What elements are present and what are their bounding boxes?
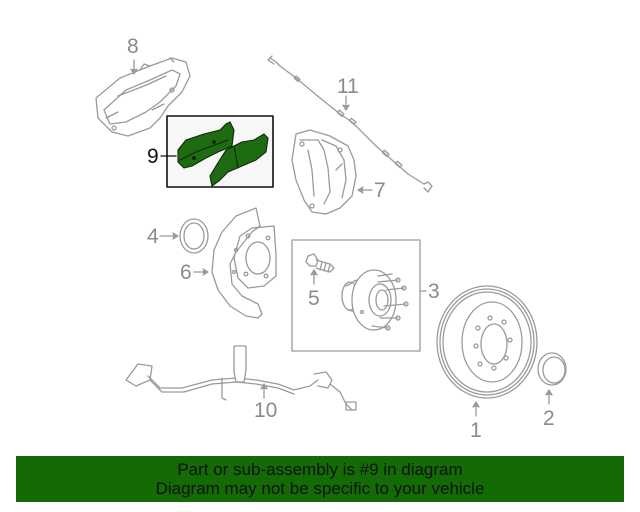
callout-8[interactable]: 8	[127, 35, 139, 58]
hub-assembly-box[interactable]	[291, 239, 421, 352]
arrow-2	[545, 389, 553, 396]
banner-line-part-number: Part or sub-assembly is #9 in diagram	[177, 460, 463, 479]
banner-line-disclaimer: Diagram may not be specific to your vehi…	[155, 479, 485, 498]
callout-1[interactable]: 1	[470, 419, 482, 442]
arrow-5	[310, 269, 318, 276]
seal-part[interactable]	[179, 218, 209, 254]
callout-5[interactable]: 5	[308, 287, 320, 310]
hub-cap-part[interactable]	[537, 352, 567, 386]
arrow-7	[357, 186, 364, 194]
info-banner: Part or sub-assembly is #9 in diagram Di…	[16, 456, 624, 502]
callout-9[interactable]: 9	[147, 145, 159, 168]
caliper-part[interactable]	[291, 129, 357, 215]
splash-shield-part[interactable]	[211, 207, 277, 319]
arrow-4	[172, 232, 179, 240]
arrow-6	[202, 268, 209, 276]
callout-11[interactable]: 11	[337, 75, 359, 98]
callout-3[interactable]: 3	[428, 280, 440, 303]
callout-2[interactable]: 2	[543, 407, 555, 430]
arrow-1	[472, 401, 480, 408]
brake-pads-part[interactable]	[177, 121, 269, 187]
arrow-10	[260, 383, 268, 390]
wheel-stud-part[interactable]	[305, 253, 335, 273]
hub-part[interactable]	[341, 269, 409, 331]
callout-6[interactable]: 6	[180, 261, 192, 284]
rotor-part[interactable]	[436, 285, 538, 399]
callout-7[interactable]: 7	[374, 179, 386, 202]
callout-10[interactable]: 10	[254, 399, 278, 422]
abs-harness-part[interactable]	[125, 345, 357, 411]
arrow-8	[130, 68, 138, 75]
arrow-11	[342, 104, 350, 111]
callout-4[interactable]: 4	[147, 225, 159, 248]
wear-sensor-part[interactable]	[267, 55, 433, 193]
caliper-bracket-part[interactable]	[95, 57, 191, 137]
